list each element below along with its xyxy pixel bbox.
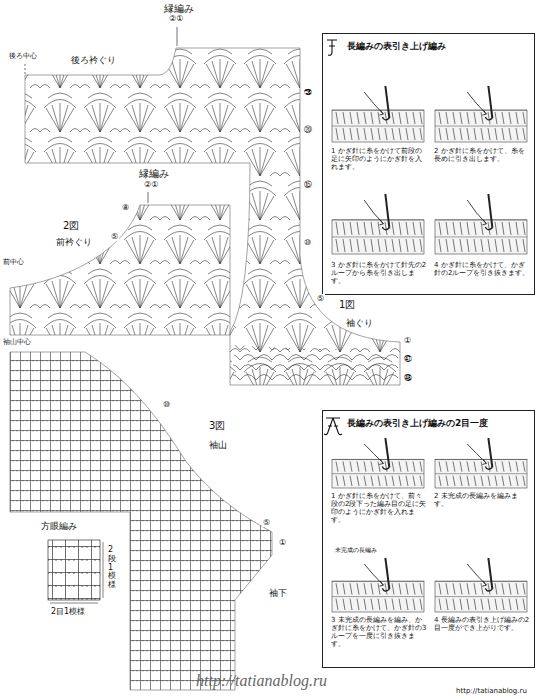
part-name: 袖ぐり <box>345 318 374 328</box>
row-number: ⑧ <box>121 203 130 212</box>
figure-number: 1図 <box>338 299 356 311</box>
step-text: 1 かぎ針に糸をかけて前段の足に矢印のようにかぎ針を入れます。 <box>330 147 428 171</box>
row-number: ⑤ <box>262 518 271 527</box>
row-number: ⑮ <box>303 180 313 189</box>
mesh-sample <box>48 540 103 603</box>
step-text: 3 未完成の長編みを編み、かぎ針に糸をかけて、かぎ針の3ループを一度に引き抜きま… <box>330 616 428 648</box>
row-number: ① <box>403 336 412 345</box>
part-name: 縁編み <box>138 168 170 180</box>
part-name: 前衿ぐり <box>55 237 93 247</box>
row-number: ⑩ <box>303 238 312 247</box>
step-text: 1 かぎ針に糸をかけて、前々段の2段下った編み目の足に矢印のようにかぎ針を入れま… <box>330 492 428 524</box>
stitch-illustration <box>435 558 527 612</box>
row-number: ㊽ <box>403 374 413 383</box>
row-number: ⑤ <box>316 294 325 303</box>
sleeve-chart <box>10 352 272 690</box>
repeat-note: 2目1模様 <box>50 607 86 616</box>
box-title: 長編みの表引き上げ編みの2目一度 <box>347 418 530 429</box>
illustration-label: 未完成の長編み <box>334 547 378 554</box>
row-number: ① <box>278 538 287 547</box>
stitch-illustration <box>435 194 527 254</box>
part-name: 縁編み <box>163 3 195 15</box>
watermark: http://tatianablog.ru <box>195 672 328 690</box>
watermark: http://tatianablog.ru <box>455 687 528 695</box>
callout-number: ②① <box>143 180 159 189</box>
step-text: 4 長編みの表引き上げ編みの2目一度ができ上がりです。 <box>433 616 531 632</box>
part-name: 方眼編み <box>40 521 78 531</box>
front-chart <box>10 192 230 335</box>
part-name: 袖下 <box>268 588 288 598</box>
step-illustrations <box>332 86 527 612</box>
step-text: 2 未完成の長編みを編みます。 <box>433 492 531 508</box>
row-number: ⑤ <box>110 232 119 241</box>
row-number: ⑩ <box>162 400 171 409</box>
part-name: 前中心 <box>2 258 25 266</box>
repeat-note: 2段1模様 <box>107 546 117 590</box>
row-number: ⑳ <box>303 125 313 134</box>
stitch-illustration <box>332 86 424 142</box>
step-text: 3 かぎ針に糸をかけて針先の2ループから糸を引き出します。 <box>330 261 428 285</box>
row-number: ㊼ <box>403 355 413 364</box>
stitch-illustration <box>435 438 527 488</box>
part-name: 袖山中心 <box>2 338 32 346</box>
stitch-illustration <box>332 558 424 612</box>
stitch-illustration <box>435 86 527 142</box>
figure-number: 2図 <box>62 220 80 232</box>
part-name: 後ろ衿ぐり <box>70 55 117 65</box>
row-number: ㉖ <box>303 88 313 97</box>
step-text: 2 かぎ針に糸をかけて、糸を長めに引き出します。 <box>433 147 531 163</box>
stitch-illustration <box>332 438 424 488</box>
part-name: 袖山 <box>208 440 228 450</box>
step-text: 4 かぎ針に糸をかけて、かぎ針の2ループを引き抜きます。 <box>433 261 531 277</box>
part-name: 後ろ中心 <box>8 52 38 60</box>
box-title: 長編みの表引き上げ編み <box>347 41 530 52</box>
stitch-illustration <box>332 194 424 254</box>
figure-number: 3図 <box>208 420 226 432</box>
callout-number: ②① <box>168 14 184 23</box>
